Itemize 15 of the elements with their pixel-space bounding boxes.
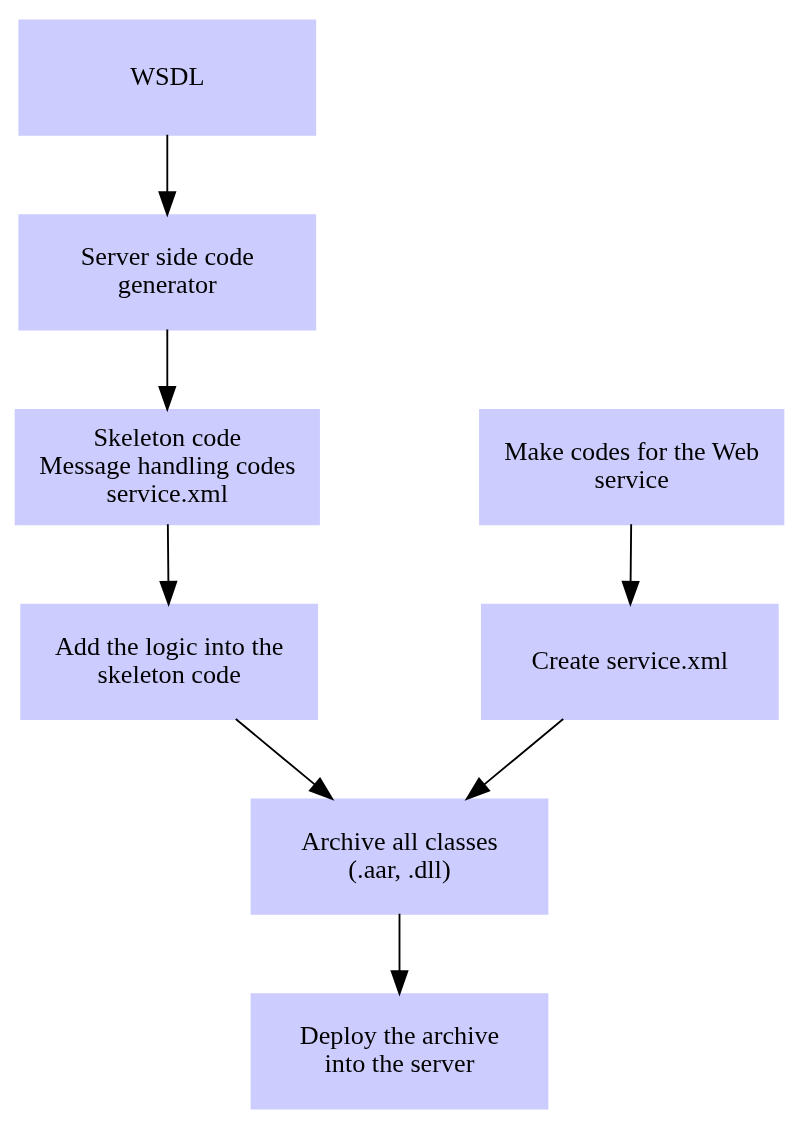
arrow [158, 328, 177, 412]
arrow [158, 133, 177, 218]
node-box: Skeleton code Message handling codes service.xml [14, 408, 320, 525]
arrow [621, 522, 640, 607]
node-box: Add the logic into the skeleton code [20, 603, 319, 720]
node-box: WSDL [18, 19, 317, 136]
arrow [464, 717, 565, 801]
node-box: Deploy the archive into the server [250, 992, 549, 1109]
node-box: Archive all classes (.aar, .dll) [250, 798, 549, 915]
arrow [159, 522, 178, 607]
node-box: Server side code generator [18, 213, 317, 330]
arrow [234, 717, 335, 801]
node-box: Create service.xml [480, 603, 779, 720]
node-box: Make codes for the Web service [479, 408, 785, 525]
arrow [390, 912, 409, 997]
